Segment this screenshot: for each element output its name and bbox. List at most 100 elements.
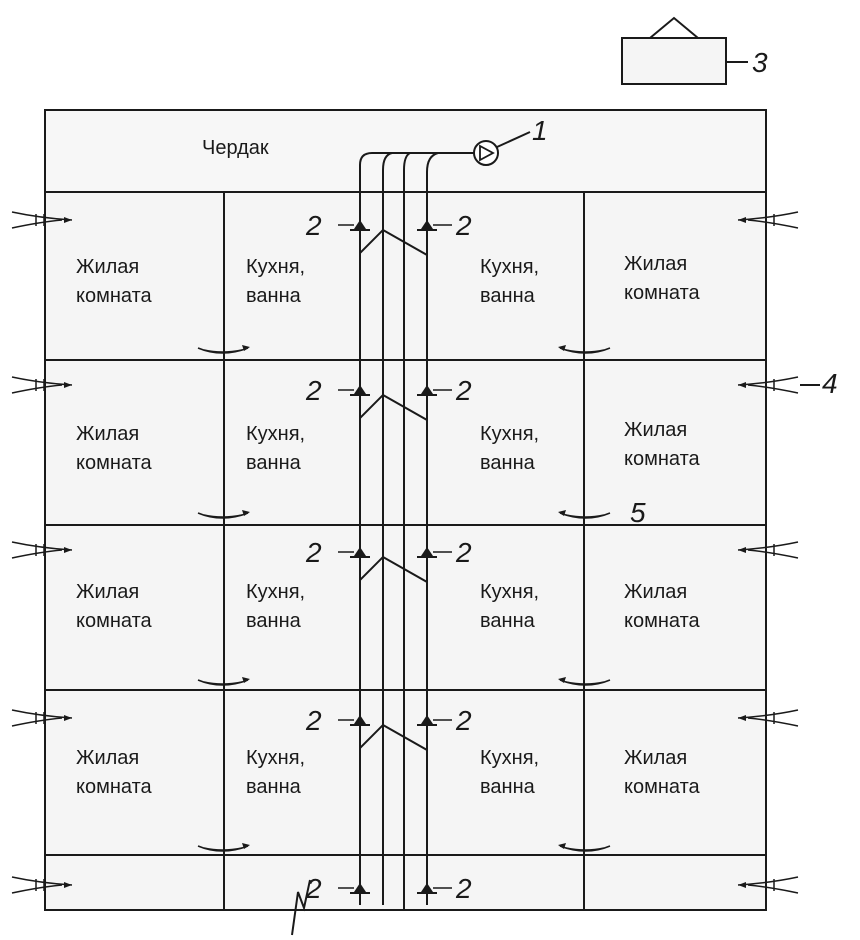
door-flow-right — [558, 676, 611, 690]
valve-icon — [354, 385, 366, 394]
air-inlet-right — [737, 211, 799, 229]
callout-valve-label: 2 — [455, 873, 472, 904]
living-room-label: Жилая — [624, 419, 687, 441]
kitchen-label: ванна — [480, 452, 536, 474]
callout-roof-unit: 3 — [752, 47, 768, 78]
living-room-label: комната — [624, 282, 701, 304]
floor-3: Жилая комната Кухня, ванна Кухня, ванна … — [76, 581, 701, 632]
valve-icon — [421, 385, 433, 394]
attic-label: Чердак — [202, 137, 269, 159]
branch-duct — [359, 229, 384, 340]
living-room-label: Жилая — [76, 581, 139, 603]
branch-duct — [359, 556, 384, 667]
kitchen-label: Кухня, — [246, 256, 305, 278]
callout-valve-label: 2 — [305, 873, 322, 904]
branch-duct — [382, 394, 428, 505]
callout-valve-label: 2 — [455, 537, 472, 568]
kitchen-label: ванна — [246, 776, 302, 798]
callout-inlet-label: 4 — [822, 368, 838, 399]
kitchen-label: Кухня, — [480, 747, 539, 769]
air-inlet-right — [737, 709, 799, 727]
door-flow-left — [197, 509, 250, 523]
branch-duct — [382, 229, 428, 340]
branch-duct — [382, 556, 428, 667]
door-flow-right — [558, 344, 611, 358]
kitchen-label: Кухня, — [480, 581, 539, 603]
kitchen-label: Кухня, — [480, 256, 539, 278]
callout-valve-label: 2 — [305, 537, 322, 568]
callout-fan: 1 — [532, 115, 548, 146]
callout-valve-label: 2 — [305, 210, 322, 241]
living-room-label: Жилая — [624, 747, 687, 769]
valve-icon — [421, 220, 433, 229]
floor-4: Жилая комната Кухня, ванна Кухня, ванна … — [76, 747, 701, 798]
callout-valve-label: 2 — [455, 705, 472, 736]
kitchen-label: Кухня, — [246, 423, 305, 445]
door-flow-left — [197, 842, 250, 856]
valve-icon — [354, 220, 366, 229]
branch-duct — [359, 724, 384, 835]
living-room-label: комната — [624, 776, 701, 798]
living-room-label: Жилая — [624, 581, 687, 603]
branch-duct — [382, 724, 428, 835]
air-inlet-left — [11, 541, 73, 559]
living-room-label: Жилая — [76, 747, 139, 769]
air-inlet-left — [11, 211, 73, 229]
living-room-label: комната — [624, 610, 701, 632]
callout-valve-label: 2 — [455, 210, 472, 241]
callout-overflow-label: 5 — [630, 497, 646, 528]
callout-valve-label: 2 — [305, 705, 322, 736]
door-flow-right — [558, 842, 611, 856]
roof-unit: 3 — [621, 16, 768, 85]
living-room-label: Жилая — [76, 256, 139, 278]
kitchen-label: Кухня, — [246, 581, 305, 603]
valve-icon — [421, 715, 433, 724]
living-room-label: Жилая — [76, 423, 139, 445]
valve-icon — [354, 547, 366, 556]
kitchen-label: Кухня, — [246, 747, 305, 769]
living-room-label: комната — [76, 452, 153, 474]
living-room-label: комната — [76, 610, 153, 632]
living-room-label: комната — [624, 448, 701, 470]
kitchen-label: ванна — [246, 452, 302, 474]
callout-inlet: 4 — [800, 368, 838, 399]
building-frame — [44, 109, 767, 936]
kitchen-label: ванна — [246, 285, 302, 307]
air-inlet-left — [11, 876, 73, 894]
door-flow-right — [558, 509, 611, 523]
floor-2: Жилая комната Кухня, ванна Кухня, ванна … — [76, 419, 701, 474]
kitchen-label: Кухня, — [480, 423, 539, 445]
air-inlet-right — [737, 376, 799, 394]
air-flow-group — [11, 211, 799, 894]
kitchen-label: ванна — [246, 610, 302, 632]
air-inlet-right — [737, 541, 799, 559]
living-room-label: комната — [76, 285, 153, 307]
air-inlet-right — [737, 876, 799, 894]
vertical-ducts — [359, 152, 474, 905]
door-flow-left — [197, 676, 250, 690]
valve-icon — [421, 883, 433, 892]
callout-valve-label: 2 — [305, 375, 322, 406]
callout-valve-label: 2 — [455, 375, 472, 406]
valve-icon — [354, 715, 366, 724]
living-room-label: Жилая — [624, 253, 687, 275]
kitchen-label: ванна — [480, 610, 536, 632]
kitchen-label: ванна — [480, 285, 536, 307]
valve-icon — [354, 883, 366, 892]
living-room-label: комната — [76, 776, 153, 798]
fan-icon: 1 — [473, 115, 548, 166]
air-inlet-left — [11, 709, 73, 727]
valve-icon — [421, 547, 433, 556]
branch-duct — [359, 394, 384, 505]
door-flow-left — [197, 344, 250, 358]
floor-1: Жилая комната Кухня, ванна Кухня, ванна … — [76, 253, 701, 307]
air-inlet-left — [11, 376, 73, 394]
kitchen-label: ванна — [480, 776, 536, 798]
